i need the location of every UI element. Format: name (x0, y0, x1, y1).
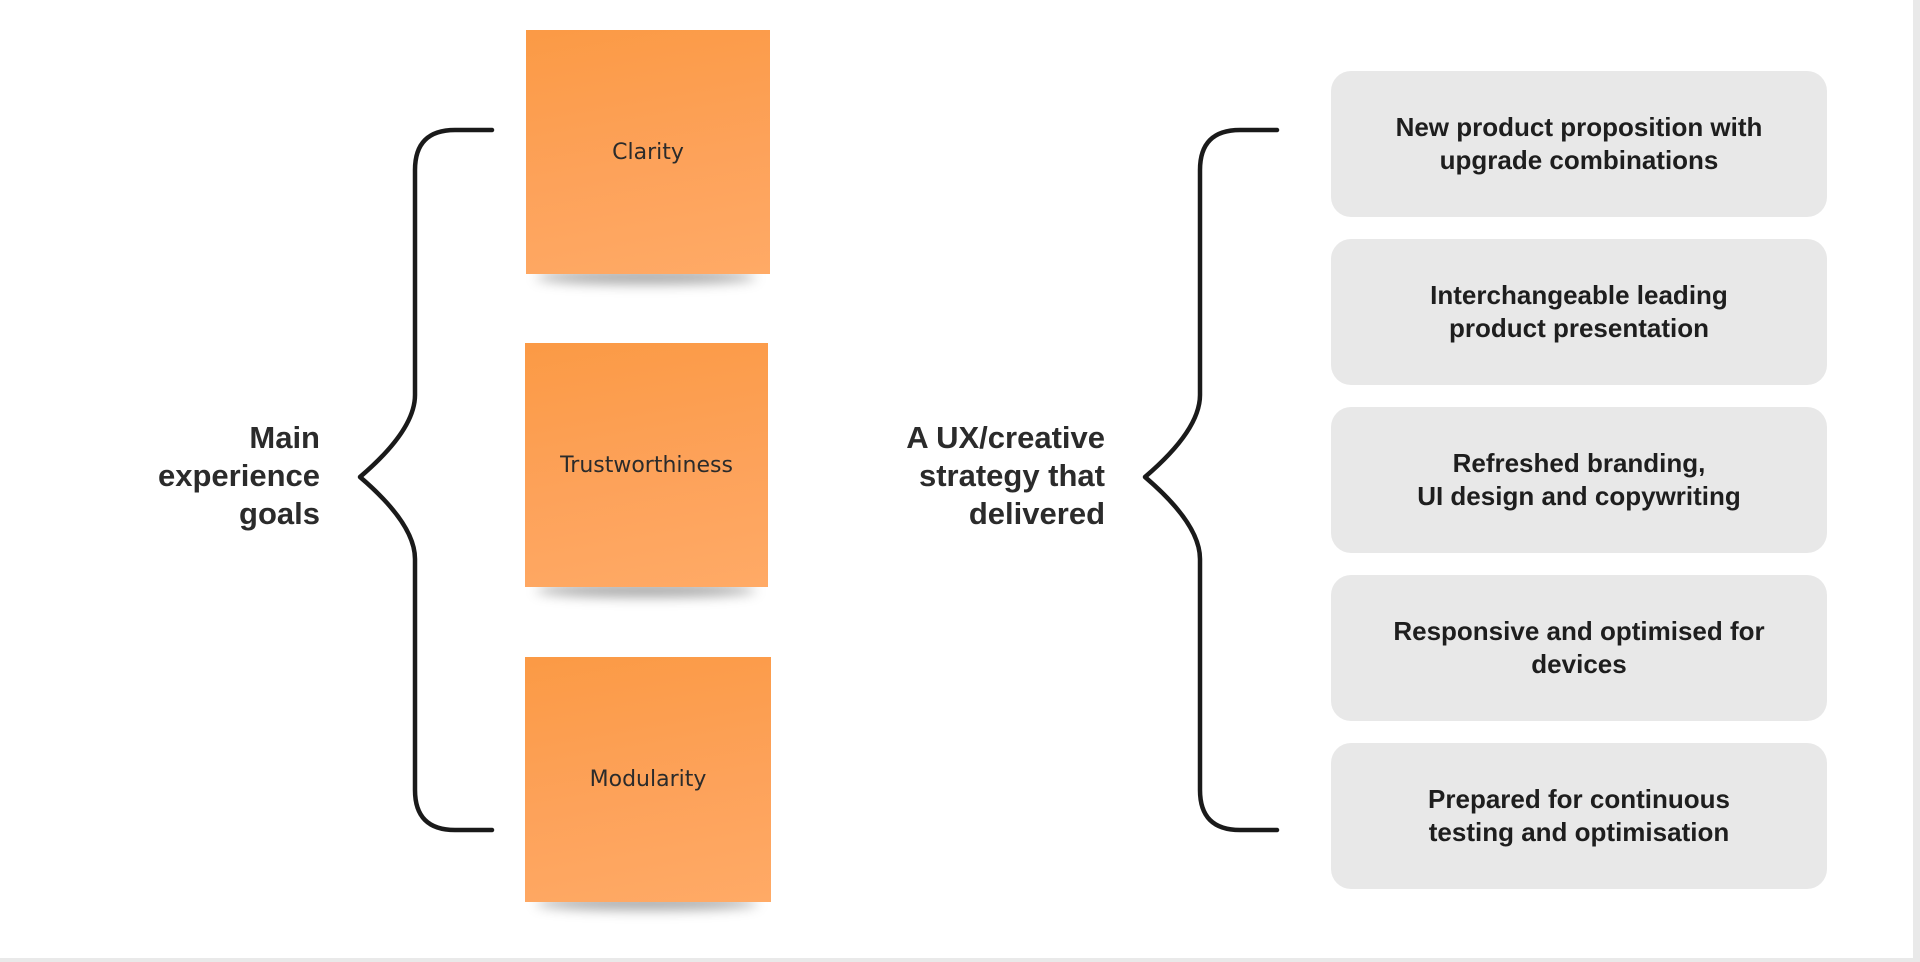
left-label-line: goals (239, 496, 320, 531)
sticky-note-clarity: Clarity (526, 30, 770, 274)
card-text-line: Interchangeable leading (1430, 280, 1728, 310)
strategy-card-product-proposition: New product proposition with upgrade com… (1331, 71, 1827, 217)
sticky-note-label: Modularity (589, 767, 707, 792)
card-text-line: Prepared for continuous (1428, 784, 1730, 814)
card-text-line: Refreshed branding, (1452, 448, 1706, 478)
strategy-label: A UX/creative strategy that delivered (906, 419, 1105, 533)
card-text-line: devices (1531, 649, 1627, 679)
strategy-card-product-presentation: Interchangeable leading product presenta… (1331, 239, 1827, 385)
strategy-card-branding: Refreshed branding, UI design and copywr… (1331, 407, 1827, 553)
card-text-line: Responsive and optimised for (1393, 616, 1765, 646)
left-label-line: experience (158, 458, 320, 493)
card-text-line: upgrade combinations (1439, 145, 1719, 175)
left-brace (357, 127, 495, 833)
strategy-card-testing: Prepared for continuous testing and opti… (1331, 743, 1827, 889)
sticky-note-trustworthiness: Trustworthiness (525, 343, 768, 587)
right-brace (1142, 127, 1280, 833)
strategy-label-line: delivered (968, 496, 1105, 531)
strategy-label-line: strategy that (918, 458, 1105, 493)
left-label-line: Main (249, 420, 320, 455)
sticky-note-label: Trustworthiness (560, 452, 733, 478)
main-experience-goals-label: Main experience goals (158, 419, 320, 533)
right-border (1913, 0, 1920, 962)
sticky-note-label: Clarity (612, 139, 684, 165)
strategy-label-line: A UX/creative (906, 420, 1105, 455)
strategy-card-responsive: Responsive and optimised for devices (1331, 575, 1827, 721)
card-text-line: UI design and copywriting (1417, 481, 1741, 511)
card-text-line: testing and optimisation (1428, 817, 1730, 847)
sticky-note-modularity: Modularity (525, 657, 771, 902)
card-text-line: New product proposition with (1395, 112, 1763, 142)
card-text-line: product presentation (1448, 313, 1709, 343)
bottom-border (0, 958, 1920, 962)
